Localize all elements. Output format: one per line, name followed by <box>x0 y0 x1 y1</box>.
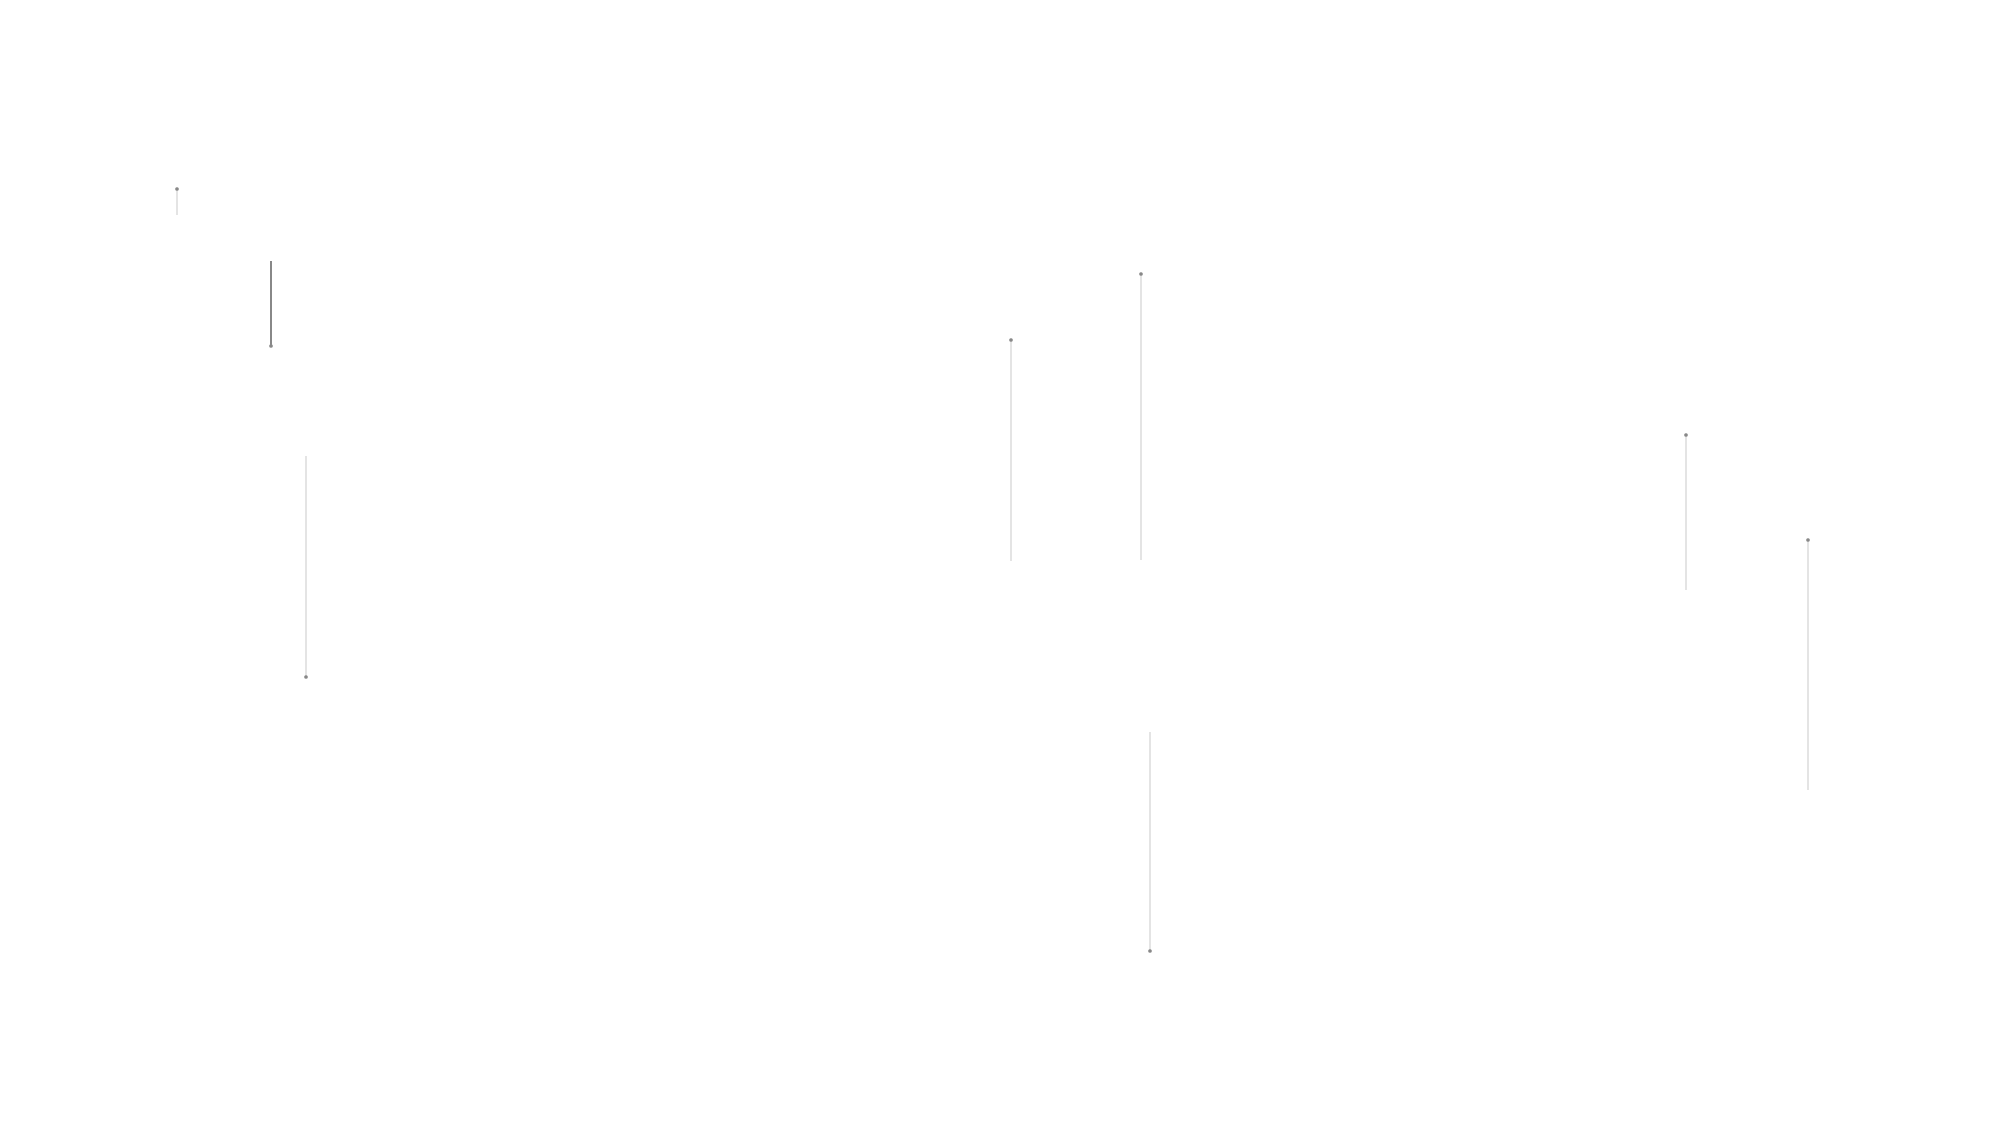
marker-group <box>175 187 1810 953</box>
marker-5-dot <box>1139 272 1143 276</box>
marker-6-dot <box>1148 949 1152 953</box>
marker-8-dot <box>1806 538 1810 542</box>
marker-2-dot <box>269 344 273 348</box>
marker-4-dot <box>1009 338 1013 342</box>
marker-3-dot <box>304 675 308 679</box>
marker-7-dot <box>1684 433 1688 437</box>
marker-1-dot <box>175 187 179 191</box>
